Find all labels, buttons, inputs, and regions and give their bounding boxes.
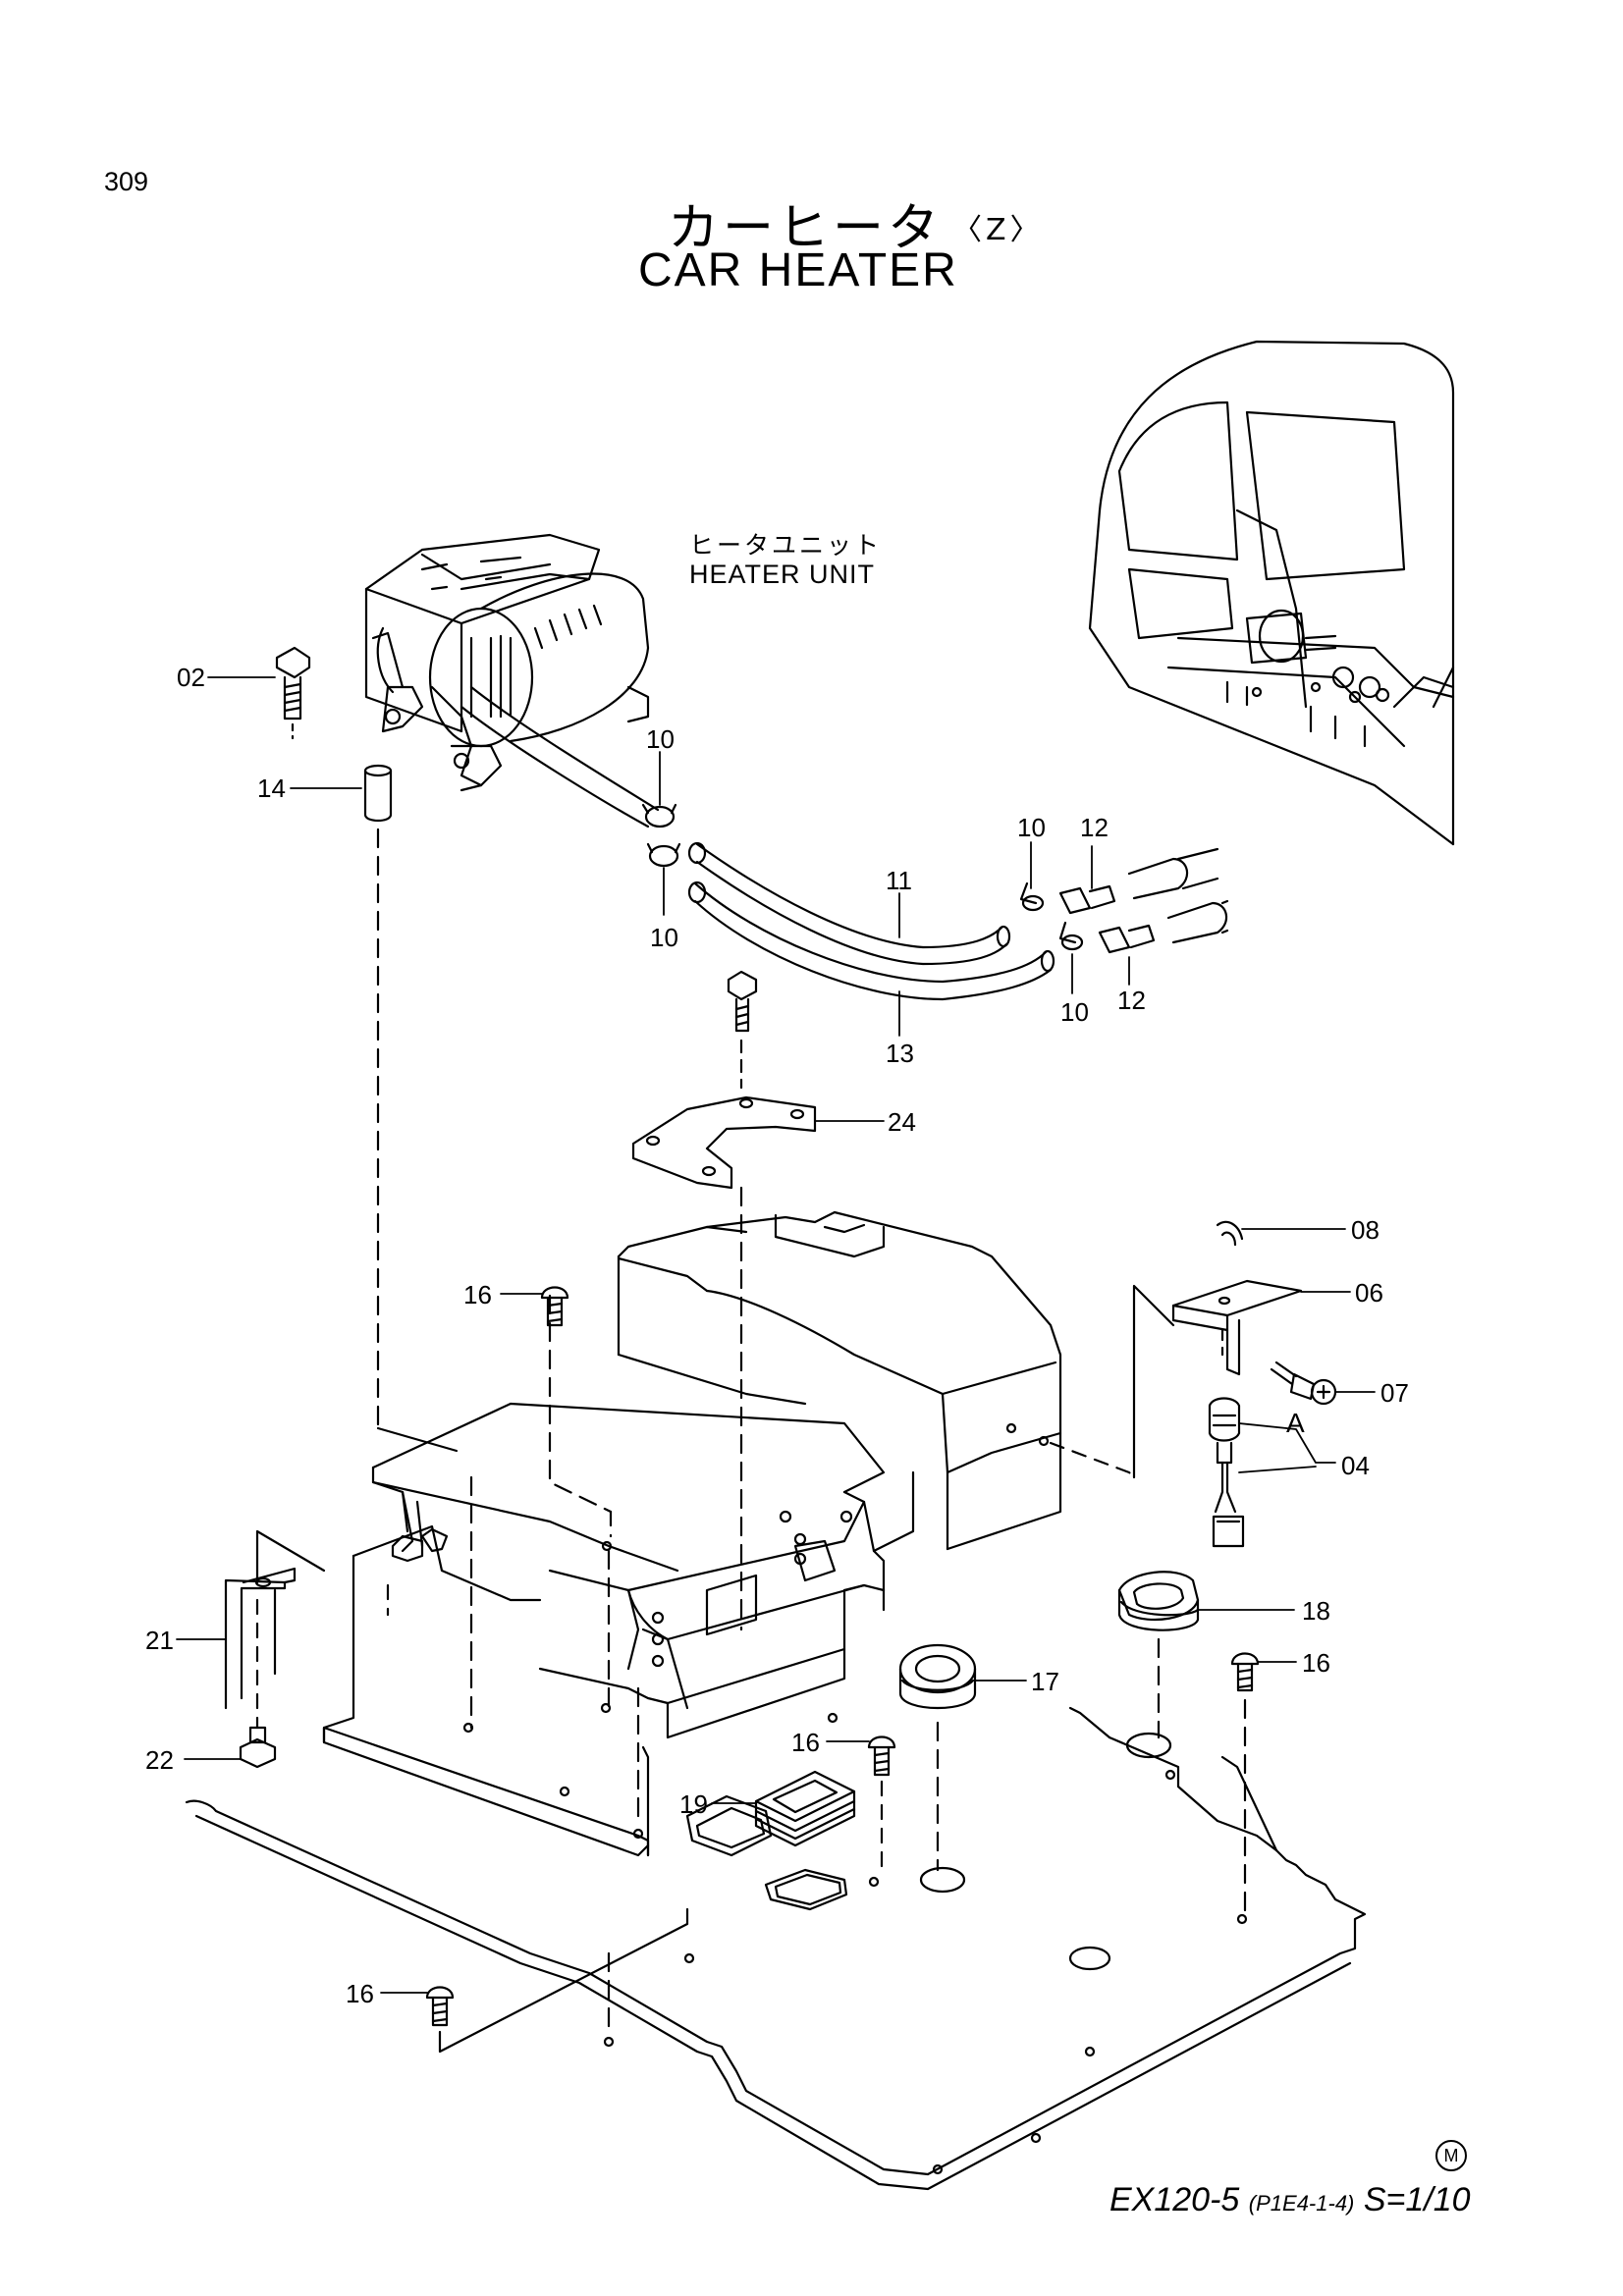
callout-10-right-lower: 10 <box>1060 997 1089 1027</box>
callout-07: 07 <box>1380 1378 1409 1408</box>
footer-mark: M <box>1435 2140 1467 2171</box>
switch-04 <box>1210 1399 1243 1547</box>
bolt-02 <box>277 648 309 738</box>
callout-10-upper: 10 <box>646 724 675 754</box>
callout-14: 14 <box>257 774 286 803</box>
plate-24 <box>633 1041 815 1629</box>
heater-unit-label-english: HEATER UNIT <box>689 560 876 589</box>
grommet-17 <box>900 1645 975 1870</box>
callout-19: 19 <box>679 1789 708 1819</box>
base-frame <box>324 1296 913 1855</box>
callout-02: 02 <box>177 663 205 692</box>
hose-pipes <box>461 687 1054 999</box>
hose-clamps-10 <box>643 805 1082 949</box>
leader-lines <box>177 677 1375 1993</box>
hose-08 <box>1217 1222 1242 1245</box>
footer-reference: EX120-5 (P1E4-1-4) S=1/10 <box>1109 2181 1471 2219</box>
page-number: 309 <box>104 167 149 196</box>
detail-label-a: A <box>1286 1408 1305 1438</box>
callout-11: 11 <box>886 866 912 895</box>
grommet-19 <box>756 1772 854 1845</box>
heater-cover-box <box>619 1212 1173 1549</box>
footer-code: (P1E4-1-4) <box>1248 2191 1355 2216</box>
callout-10-right-upper: 10 <box>1017 813 1046 842</box>
callout-08: 08 <box>1351 1215 1380 1245</box>
callout-04: 04 <box>1341 1451 1370 1480</box>
heater-unit-label-japanese: ヒータユニット <box>689 531 883 560</box>
callout-21: 21 <box>145 1626 174 1655</box>
title-japanese-text: カーヒータ <box>668 199 944 258</box>
title-english: CAR HEATER <box>638 244 958 296</box>
callout-22: 22 <box>145 1745 174 1775</box>
callout-16-upper: 16 <box>463 1280 492 1309</box>
hose-joints-12 <box>1060 849 1227 952</box>
callout-13: 13 <box>886 1039 914 1068</box>
callout-12-lower: 12 <box>1117 986 1146 1015</box>
cab-inset-illustration <box>1090 342 1453 844</box>
title-variant: 〈Z〉 <box>952 213 1044 247</box>
callout-12-upper: 12 <box>1080 813 1109 842</box>
callout-10-lower: 10 <box>650 923 678 952</box>
screws-16 <box>427 1288 1258 2053</box>
callout-17: 17 <box>1031 1667 1059 1696</box>
heater-unit-illustration <box>366 535 648 790</box>
callout-16-right: 16 <box>1302 1648 1330 1678</box>
callout-18: 18 <box>1302 1596 1330 1626</box>
bracket-21 <box>226 1531 324 1728</box>
switch-bracket-06 <box>1173 1281 1301 1374</box>
callout-16-lower: 16 <box>346 1979 374 2008</box>
callout-24: 24 <box>888 1107 916 1137</box>
footer-scale: S=1/10 <box>1363 2181 1471 2218</box>
callout-16-middle: 16 <box>791 1728 820 1757</box>
screw-07 <box>1271 1362 1335 1404</box>
bolt-22 <box>241 1728 275 1767</box>
footer-model: EX120-5 <box>1109 2181 1240 2218</box>
callout-06: 06 <box>1355 1278 1383 1308</box>
plate-bolt <box>729 972 756 1031</box>
floor-plate <box>187 1708 1365 2189</box>
collar-14 <box>365 766 457 1451</box>
grommet-18 <box>1119 1572 1198 1737</box>
title-japanese: カーヒータ〈Z〉 <box>668 187 1044 260</box>
